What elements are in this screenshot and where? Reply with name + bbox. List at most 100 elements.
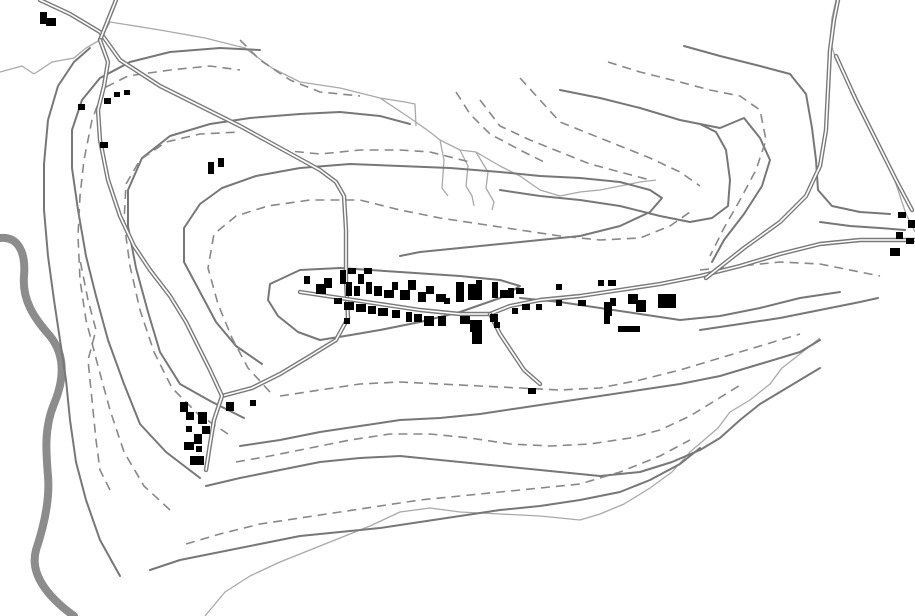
contour-south-3 <box>149 447 701 571</box>
building <box>598 280 604 286</box>
dashed-contour-northeast-1 <box>607 61 767 257</box>
building <box>896 232 903 239</box>
building <box>114 92 120 97</box>
building <box>324 278 332 288</box>
contour-northeast-3 <box>819 221 906 231</box>
building <box>890 248 900 256</box>
dashed-contour-northeast-2 <box>519 77 701 187</box>
building <box>250 400 256 406</box>
stream-northeast <box>829 0 915 233</box>
road-northeast <box>703 0 841 281</box>
building <box>356 304 366 312</box>
contour-ring-2-east <box>499 123 731 223</box>
building-layer <box>40 12 915 465</box>
dashed-contour-3 <box>77 65 241 511</box>
dashed-contour-outer <box>79 259 111 491</box>
building <box>190 456 204 465</box>
building <box>906 238 914 244</box>
dashed-contour-south-3 <box>185 439 691 545</box>
building <box>374 286 382 296</box>
contour-south-1 <box>239 339 821 447</box>
contour-ring-3 <box>71 47 261 479</box>
building <box>104 98 111 104</box>
building <box>578 300 586 306</box>
building <box>198 412 207 424</box>
building <box>604 302 612 316</box>
building <box>186 426 192 432</box>
road-northwest <box>37 0 351 399</box>
dashed-contour-north <box>239 39 361 97</box>
stream-valley-east <box>579 179 657 193</box>
building <box>500 290 508 298</box>
dashed-contour-south-1 <box>279 333 801 397</box>
dashed-contour-2b <box>279 149 471 163</box>
contour-ring-2 <box>127 111 411 419</box>
building <box>604 316 610 324</box>
building <box>40 12 47 24</box>
building <box>184 442 194 450</box>
stream-southeast <box>204 337 821 616</box>
building <box>508 288 514 298</box>
building <box>406 312 412 322</box>
building <box>556 300 562 306</box>
building <box>426 286 434 294</box>
building <box>366 282 372 294</box>
contour-layer <box>43 45 906 577</box>
building <box>334 298 342 304</box>
building <box>124 90 130 95</box>
building <box>636 300 646 312</box>
river-layer <box>0 233 78 616</box>
building <box>436 294 446 302</box>
building <box>358 274 364 284</box>
building <box>378 308 388 316</box>
building <box>536 304 542 310</box>
dashed-contour-2 <box>123 131 241 435</box>
building <box>202 426 210 434</box>
building <box>618 326 640 332</box>
contour-outer-west <box>43 47 121 577</box>
building <box>522 304 530 310</box>
road-main-street <box>297 237 915 317</box>
building <box>348 268 356 274</box>
building <box>196 446 202 452</box>
river <box>0 233 78 616</box>
building <box>392 310 400 318</box>
stream-north <box>99 21 417 127</box>
building <box>472 332 482 344</box>
building <box>908 220 915 228</box>
building <box>468 284 476 300</box>
building <box>208 162 214 174</box>
stream-valley-branch-a <box>439 139 449 197</box>
building <box>316 284 326 294</box>
building <box>100 142 108 148</box>
building <box>364 268 372 274</box>
building <box>344 302 354 310</box>
stream-valley <box>379 97 581 197</box>
building <box>368 306 376 314</box>
building <box>346 282 352 296</box>
building <box>628 294 638 304</box>
dashed-contour-north-valley <box>455 91 549 165</box>
building <box>470 320 482 332</box>
building <box>490 314 498 322</box>
building <box>194 434 202 444</box>
building <box>392 282 398 290</box>
building <box>46 18 56 26</box>
building <box>492 282 498 298</box>
stream-northwest <box>0 39 101 75</box>
building <box>180 402 188 412</box>
contour-east-1 <box>699 297 879 331</box>
building <box>444 298 450 304</box>
building <box>516 288 524 294</box>
road-west-descent <box>95 37 225 473</box>
stream-valley-branch-c <box>475 151 495 211</box>
building <box>354 286 360 296</box>
dashed-contour-north-valley-b <box>479 99 651 181</box>
building <box>608 280 616 286</box>
contour-northeast-1 <box>559 89 771 263</box>
building <box>186 412 194 420</box>
building <box>460 316 470 324</box>
building <box>456 282 464 302</box>
